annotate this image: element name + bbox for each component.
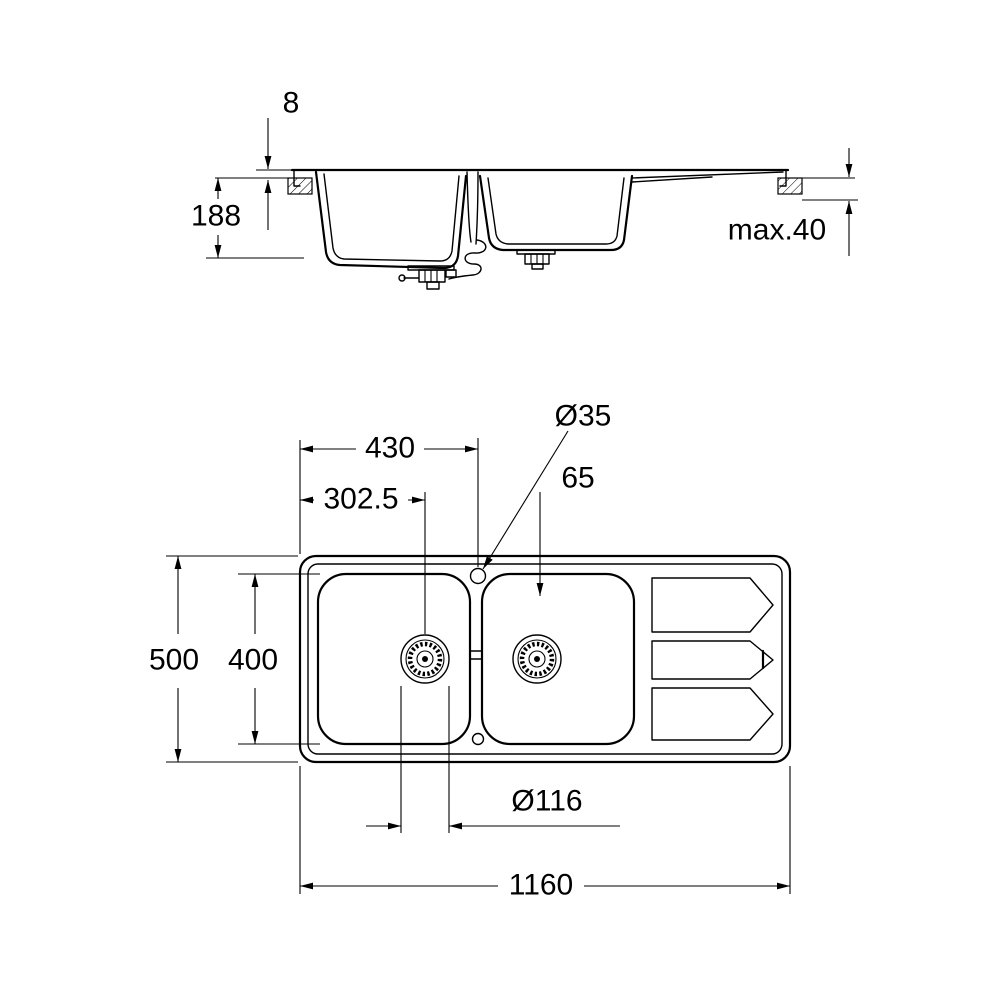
dim-label-overall-width: 500 (149, 644, 199, 677)
right-waste-assembly (516, 249, 556, 270)
dim-label-countertop-thickness: max.40 (728, 214, 826, 247)
rim-edge-right (779, 169, 787, 187)
sink-outline (298, 554, 792, 764)
right-bowl-section-inner (487, 177, 625, 245)
dim-label-faucet-hole: Ø35 (555, 400, 612, 433)
rim-edge-left (293, 169, 301, 187)
drainboard-grooves (651, 577, 774, 741)
dim-label-overall-length: 1160 (509, 869, 574, 902)
accessory-hole (471, 732, 485, 746)
dimension-overall-width: 500 (149, 555, 298, 763)
dim-label-drain-diameter: Ø116 (511, 785, 582, 818)
bowl-divider-right-line (475, 171, 479, 245)
left-drain-strainer (400, 634, 450, 684)
dimension-drain-center: 302.5 (300, 483, 426, 634)
side-section-view: 8 188 max.40 (191, 87, 858, 290)
groove-middle (651, 640, 774, 680)
left-bowl (316, 572, 472, 746)
drainboard-slope-line2 (631, 176, 713, 183)
dimension-faucet-hole: Ø35 (482, 400, 612, 570)
dimension-drain-diameter: Ø116 (366, 686, 620, 833)
dimension-bowl-width: 400 (228, 573, 320, 745)
left-bowl-section-outer (314, 170, 468, 270)
dimension-countertop-thickness: max.40 (728, 148, 858, 256)
overflow-hose (448, 239, 487, 280)
dim-label-bowl-depth: 188 (191, 200, 241, 233)
dim-label-bowl-width: 400 (228, 644, 278, 677)
dimension-faucet-center: 430 (299, 432, 479, 567)
plan-view: 430 302.5 Ø35 65 500 (149, 400, 792, 902)
dim-label-faucet-edge: 65 (561, 462, 594, 495)
bowl-divider-left-line (466, 171, 472, 243)
dim-label-drain-center: 302.5 (323, 483, 398, 516)
left-waste-assembly (398, 265, 457, 290)
dimension-bowl-depth: 188 (191, 178, 304, 259)
faucet-hole (469, 567, 487, 585)
right-bowl-section-outer (478, 174, 634, 252)
right-bowl (480, 572, 636, 746)
countertop-cut-right (777, 177, 803, 195)
left-bowl-section-inner (323, 173, 460, 262)
groove-bottom (651, 687, 774, 741)
dim-label-faucet-center: 430 (365, 432, 415, 465)
dimension-faucet-edge: 65 (536, 462, 595, 596)
sink-inner-rim (307, 563, 783, 755)
dimension-rim-height: 8 (256, 87, 300, 230)
dim-label-rim-height: 8 (283, 87, 300, 120)
drainboard-slope-line (631, 171, 784, 179)
dimension-overall-length: 1160 (299, 766, 791, 902)
groove-top (651, 577, 774, 633)
right-drain-strainer (512, 634, 562, 684)
